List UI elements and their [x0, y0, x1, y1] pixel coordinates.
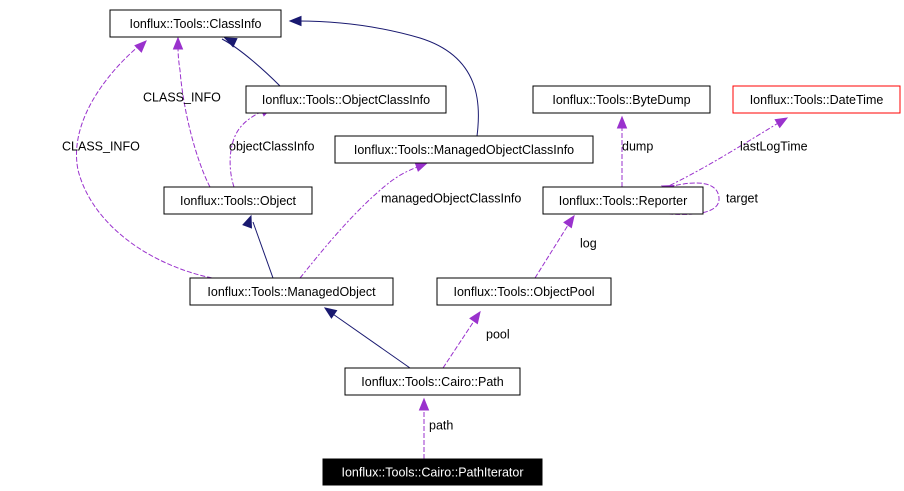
node-box-managedobject[interactable]: [189, 277, 394, 306]
nodes-layer: Ionflux::Tools::ClassInfoIonflux::Tools:…: [109, 9, 901, 486]
edge-label-edge-managedobject-managedobjectclassinfo: managedObjectClassInfo: [381, 191, 521, 205]
edge-reporter-to-datetime: [659, 121, 781, 191]
node-classinfo[interactable]: Ionflux::Tools::ClassInfo: [109, 9, 282, 38]
node-box-objectclassinfo[interactable]: [245, 85, 447, 114]
arrowhead-object-to-classinfo: [172, 36, 184, 50]
arrowhead-objectclassinfo-to-classinfo: [223, 37, 238, 48]
node-bytedump[interactable]: Ionflux::Tools::ByteDump: [532, 85, 711, 114]
edge-label-edge-object-classinfo: CLASS_INFO: [143, 90, 221, 104]
edge-path-to-objectpool: [442, 317, 477, 369]
arrowhead-reporter-to-datetime: [774, 117, 789, 129]
node-label-objectclassinfo: Ionflux::Tools::ObjectClassInfo: [262, 93, 430, 107]
node-label-path: Ionflux::Tools::Cairo::Path: [361, 375, 503, 389]
arrowhead-pathiterator-to-path: [418, 397, 430, 411]
node-managedobjectclassinfo[interactable]: Ionflux::Tools::ManagedObjectClassInfo: [334, 135, 594, 164]
edge-object-to-classinfo: [177, 43, 211, 188]
edge-path-to-managedobject: [329, 311, 411, 369]
edge-managedobject-to-object: [252, 221, 274, 279]
node-objectpool[interactable]: Ionflux::Tools::ObjectPool: [436, 277, 612, 306]
node-label-pathiterator: Ionflux::Tools::Cairo::PathIterator: [341, 465, 523, 479]
node-box-object[interactable]: [163, 186, 313, 215]
node-label-object: Ionflux::Tools::Object: [180, 194, 297, 208]
node-label-managedobjectclassinfo: Ionflux::Tools::ManagedObjectClassInfo: [354, 143, 574, 157]
node-label-reporter: Ionflux::Tools::Reporter: [559, 194, 688, 208]
arrowhead-managedobjectclassinfo-to-classinfo: [288, 15, 302, 27]
arrowhead-managedobject-to-object: [242, 214, 252, 229]
edge-managedobjectclassinfo-to-classinfo: [297, 20, 479, 137]
node-box-path[interactable]: [344, 367, 521, 396]
arrowhead-objectpool-to-reporter: [563, 214, 575, 229]
node-box-objectpool[interactable]: [436, 277, 612, 306]
edge-labels-layer: CLASS_INFO CLASS_INFO objectClassInfo manag…: [62, 90, 808, 432]
node-label-bytedump: Ionflux::Tools::ByteDump: [552, 93, 690, 107]
arrowhead-reporter-to-bytedump: [616, 115, 628, 129]
edge-label-edge-reporter-bytedump: dump: [622, 139, 653, 153]
node-pathiterator[interactable]: Ionflux::Tools::Cairo::PathIterator: [322, 458, 543, 486]
node-box-classinfo[interactable]: [109, 9, 282, 38]
arrowhead-managedobject-to-classinfo: [134, 40, 147, 53]
node-reporter[interactable]: Ionflux::Tools::Reporter: [542, 186, 704, 215]
edge-label-edge-reporter-datetime: lastLogTime: [740, 139, 808, 153]
edge-reporter-to-reporter: [668, 182, 720, 215]
node-managedobject[interactable]: Ionflux::Tools::ManagedObject: [189, 277, 394, 306]
node-box-reporter[interactable]: [542, 186, 704, 215]
node-objectclassinfo[interactable]: Ionflux::Tools::ObjectClassInfo: [245, 85, 447, 114]
node-label-objectpool: Ionflux::Tools::ObjectPool: [453, 285, 594, 299]
edge-managedobject-to-classinfo: [76, 44, 213, 279]
node-box-bytedump[interactable]: [532, 85, 711, 114]
node-box-managedobjectclassinfo[interactable]: [334, 135, 594, 164]
edge-object-to-objectclassinfo: [229, 109, 266, 188]
node-label-classinfo: Ionflux::Tools::ClassInfo: [129, 17, 261, 31]
edge-label-edge-object-objectclassinfo: objectClassInfo: [229, 139, 315, 153]
arrowhead-path-to-managedobject: [323, 307, 338, 319]
node-datetime[interactable]: Ionflux::Tools::DateTime: [732, 85, 901, 114]
edge-label-edge-pathiterator-path: path: [429, 418, 453, 432]
edge-label-edge-objectpool-reporter: log: [580, 236, 597, 250]
node-label-datetime: Ionflux::Tools::DateTime: [750, 93, 884, 107]
edge-objectclassinfo-to-classinfo: [221, 38, 281, 87]
edge-label-edge-managedobject-classinfo: CLASS_INFO: [62, 139, 140, 153]
arrowhead-path-to-objectpool: [469, 310, 481, 325]
node-box-pathiterator[interactable]: [322, 458, 543, 486]
node-box-datetime[interactable]: [732, 85, 901, 114]
node-label-managedobject: Ionflux::Tools::ManagedObject: [207, 285, 376, 299]
edge-managedobject-to-managedobjectclassinfo: [299, 165, 421, 279]
edge-objectpool-to-reporter: [534, 221, 571, 279]
edge-label-edge-path-objectpool: pool: [486, 327, 510, 341]
node-path[interactable]: Ionflux::Tools::Cairo::Path: [344, 367, 521, 396]
edge-label-edge-reporter-reporter: target: [726, 191, 758, 205]
node-object[interactable]: Ionflux::Tools::Object: [163, 186, 313, 215]
